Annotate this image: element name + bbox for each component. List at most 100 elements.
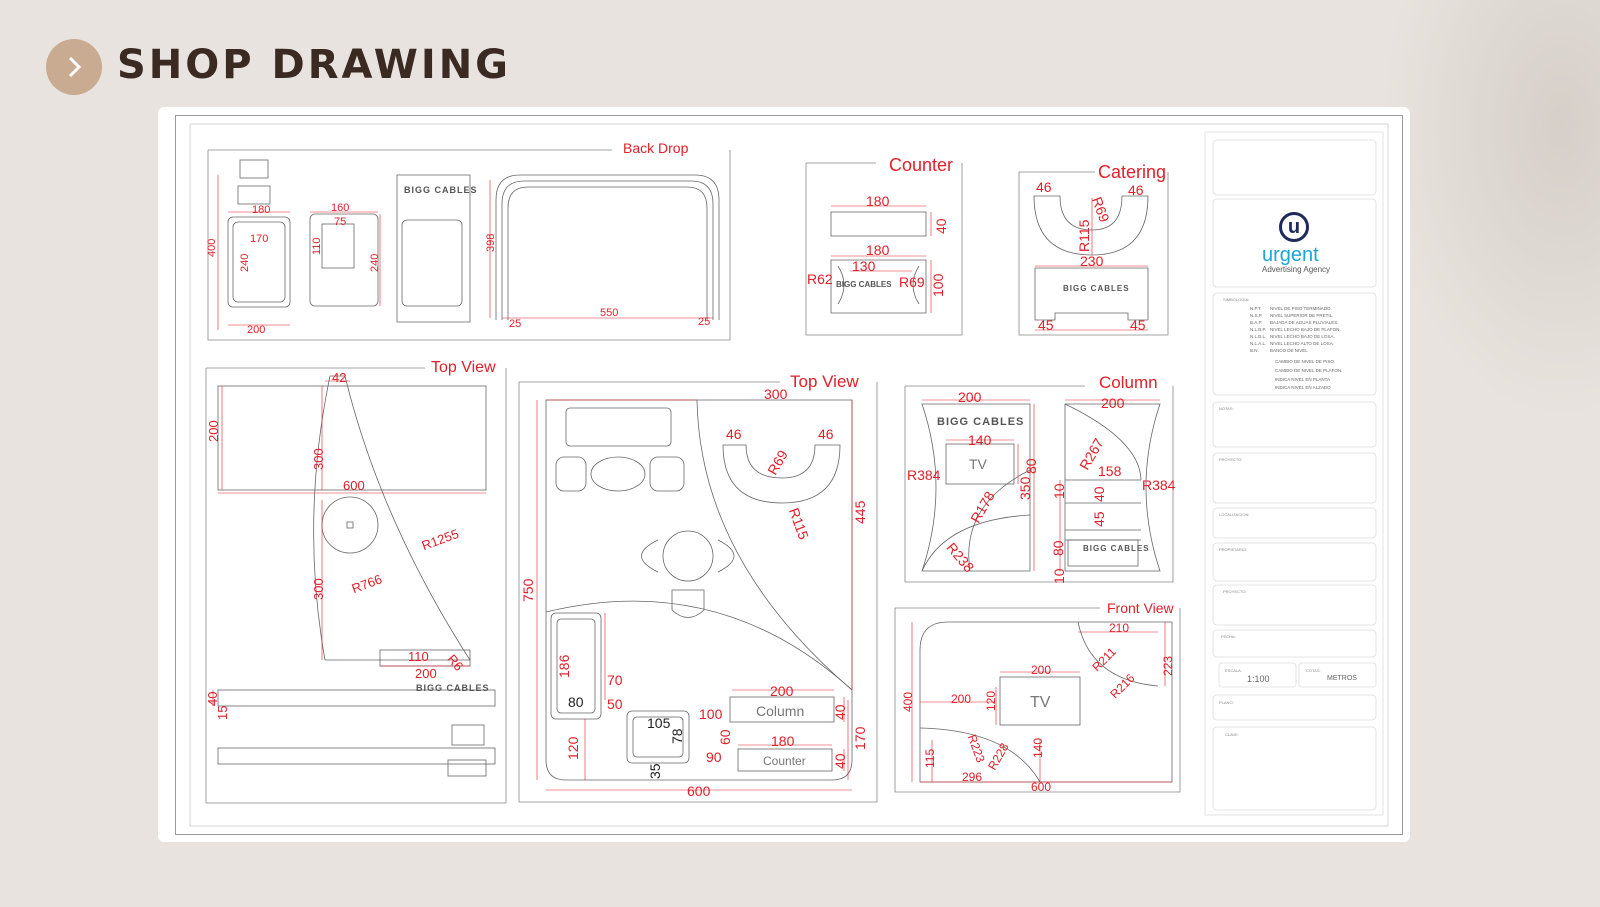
dim-label: 130 [852, 258, 876, 274]
dim-label: 45 [1038, 317, 1054, 333]
dim-label: 223 [1161, 655, 1175, 676]
urgent-logo-tagline: Advertising Agency [1262, 265, 1331, 274]
title-block [1204, 131, 1384, 816]
dim-label: 200 [958, 389, 982, 405]
dim-label: 60 [717, 729, 733, 745]
dim-label: 200 [415, 666, 437, 681]
dim-label: 40 [205, 691, 220, 706]
urgent-logo-name: urgent [1262, 244, 1319, 266]
symbol-desc: NIVEL LECHO BAJO DE LOSA. [1270, 334, 1335, 339]
dim-label: 80 [1023, 458, 1039, 474]
column-label: Column [756, 703, 805, 719]
dim-label: 200 [247, 324, 266, 336]
dim-label: 400 [206, 238, 218, 257]
field-clave: CLAVE: [1225, 732, 1239, 737]
field-localizacion: LOCALIZACION: [1219, 512, 1250, 517]
dim-label: 45 [1130, 317, 1146, 333]
brand-text: BIGG CABLES [836, 280, 892, 289]
field-notas: NOTAS: [1219, 406, 1234, 411]
dim-label: R384 [1142, 477, 1176, 493]
dim-label: 186 [556, 654, 572, 678]
symbol-note: INDICA NIVEL EN PLANTA [1275, 377, 1331, 382]
dim-label: 240 [369, 253, 381, 272]
field-proyecto: PROYECTO: [1219, 457, 1243, 462]
field-escala: ESCALA: [1225, 668, 1242, 673]
dim-label: 600 [343, 478, 365, 493]
dim-label: R384 [907, 467, 941, 483]
dim-label: 200 [1101, 395, 1125, 411]
dim-label: 40 [832, 704, 848, 720]
view-title-counter: Counter [889, 155, 954, 175]
dim-label: 600 [1031, 780, 1052, 794]
dim-label: 300 [311, 578, 326, 600]
dim-label: 750 [520, 578, 536, 602]
dim-label: 600 [687, 783, 711, 799]
column-view [904, 385, 1174, 583]
cotas-value: METROS [1327, 675, 1357, 682]
leaf-shadow-decoration [1380, 0, 1600, 420]
dim-label: 300 [764, 386, 788, 402]
back-drop-view [207, 149, 731, 341]
dim-label: 120 [984, 690, 998, 711]
dim-label: 550 [600, 307, 619, 319]
brand-text: BIGG CABLES [937, 416, 1025, 428]
dim-label: 200 [770, 683, 794, 699]
dim-label: 105 [647, 715, 671, 731]
symbol-note: CAMBIO DE NIVEL DE PISO. [1275, 359, 1336, 364]
symbol-desc: NIVEL SUPERIOR DE PRETIL. [1270, 313, 1334, 318]
dim-label: 35 [647, 763, 663, 779]
dim-label: 140 [968, 432, 992, 448]
field-propietario: PROPIETARIO: [1219, 547, 1248, 552]
top-view-left [205, 367, 507, 804]
symbol-desc: BAJADA DE AGUAS PLUVIALES. [1270, 320, 1339, 325]
symbol-desc: NIVEL LECHO BAJO DE PLAFON. [1270, 327, 1341, 332]
dim-label: 46 [1128, 182, 1144, 198]
brand-text: BIGG CABLES [1063, 284, 1130, 293]
dim-label: 210 [1109, 621, 1130, 635]
dim-label: 42 [332, 370, 347, 385]
symbol-note: CAMBIO DE NIVEL DE PLAFON. [1275, 368, 1343, 373]
drawing-frame [175, 115, 1403, 835]
view-title-catering: Catering [1098, 162, 1167, 182]
drawing-sheet [158, 107, 1410, 842]
view-title-top-view-center: Top View [790, 372, 859, 391]
dim-label: 240 [239, 253, 251, 272]
field-cotas: COTAS: [1306, 668, 1321, 673]
dim-label: 75 [334, 216, 347, 228]
dim-label: 200 [206, 420, 221, 442]
dim-label: 110 [408, 649, 429, 664]
dim-label: 200 [1031, 663, 1052, 677]
symbol-note: INDICA NIVEL EN ALZADO [1275, 385, 1331, 390]
dim-label: 200 [951, 692, 972, 706]
dim-label: 90 [706, 749, 722, 765]
symbol-code: B.N. [1250, 348, 1259, 353]
dim-label: 78 [669, 728, 685, 744]
dim-label: 80 [568, 694, 584, 710]
dim-label: 170 [250, 233, 269, 245]
dim-label: 180 [252, 204, 271, 216]
dim-label: 25 [698, 316, 711, 328]
dim-label: R62 [807, 271, 833, 287]
view-title-back-drop: Back Drop [623, 140, 689, 156]
symbol-code: B.A.P. [1250, 320, 1263, 325]
tv-label: TV [969, 456, 987, 472]
dim-label: 180 [771, 733, 795, 749]
symbol-desc: BANCO DE NIVEL [1270, 348, 1308, 353]
chevron-right-icon [68, 56, 82, 78]
catering-view [1018, 171, 1169, 336]
dim-label: 10 [1051, 568, 1067, 584]
dim-label: 46 [726, 426, 742, 442]
symbol-code: N.L.B.P. [1250, 327, 1267, 332]
dim-label: 158 [1098, 463, 1122, 479]
dim-label: 445 [852, 500, 868, 524]
dim-label: 45 [1091, 511, 1107, 527]
dim-label: R69 [899, 274, 925, 290]
view-title-column: Column [1099, 373, 1158, 392]
dim-label: 120 [565, 736, 581, 760]
dim-label: 170 [852, 726, 868, 750]
brand-text: BIGG CABLES [404, 185, 478, 195]
dim-label: 40 [933, 218, 949, 234]
symbol-desc: NIVEL LECHO ALTO DE LOSA. [1270, 341, 1334, 346]
brand-text: BIGG CABLES [416, 683, 490, 693]
